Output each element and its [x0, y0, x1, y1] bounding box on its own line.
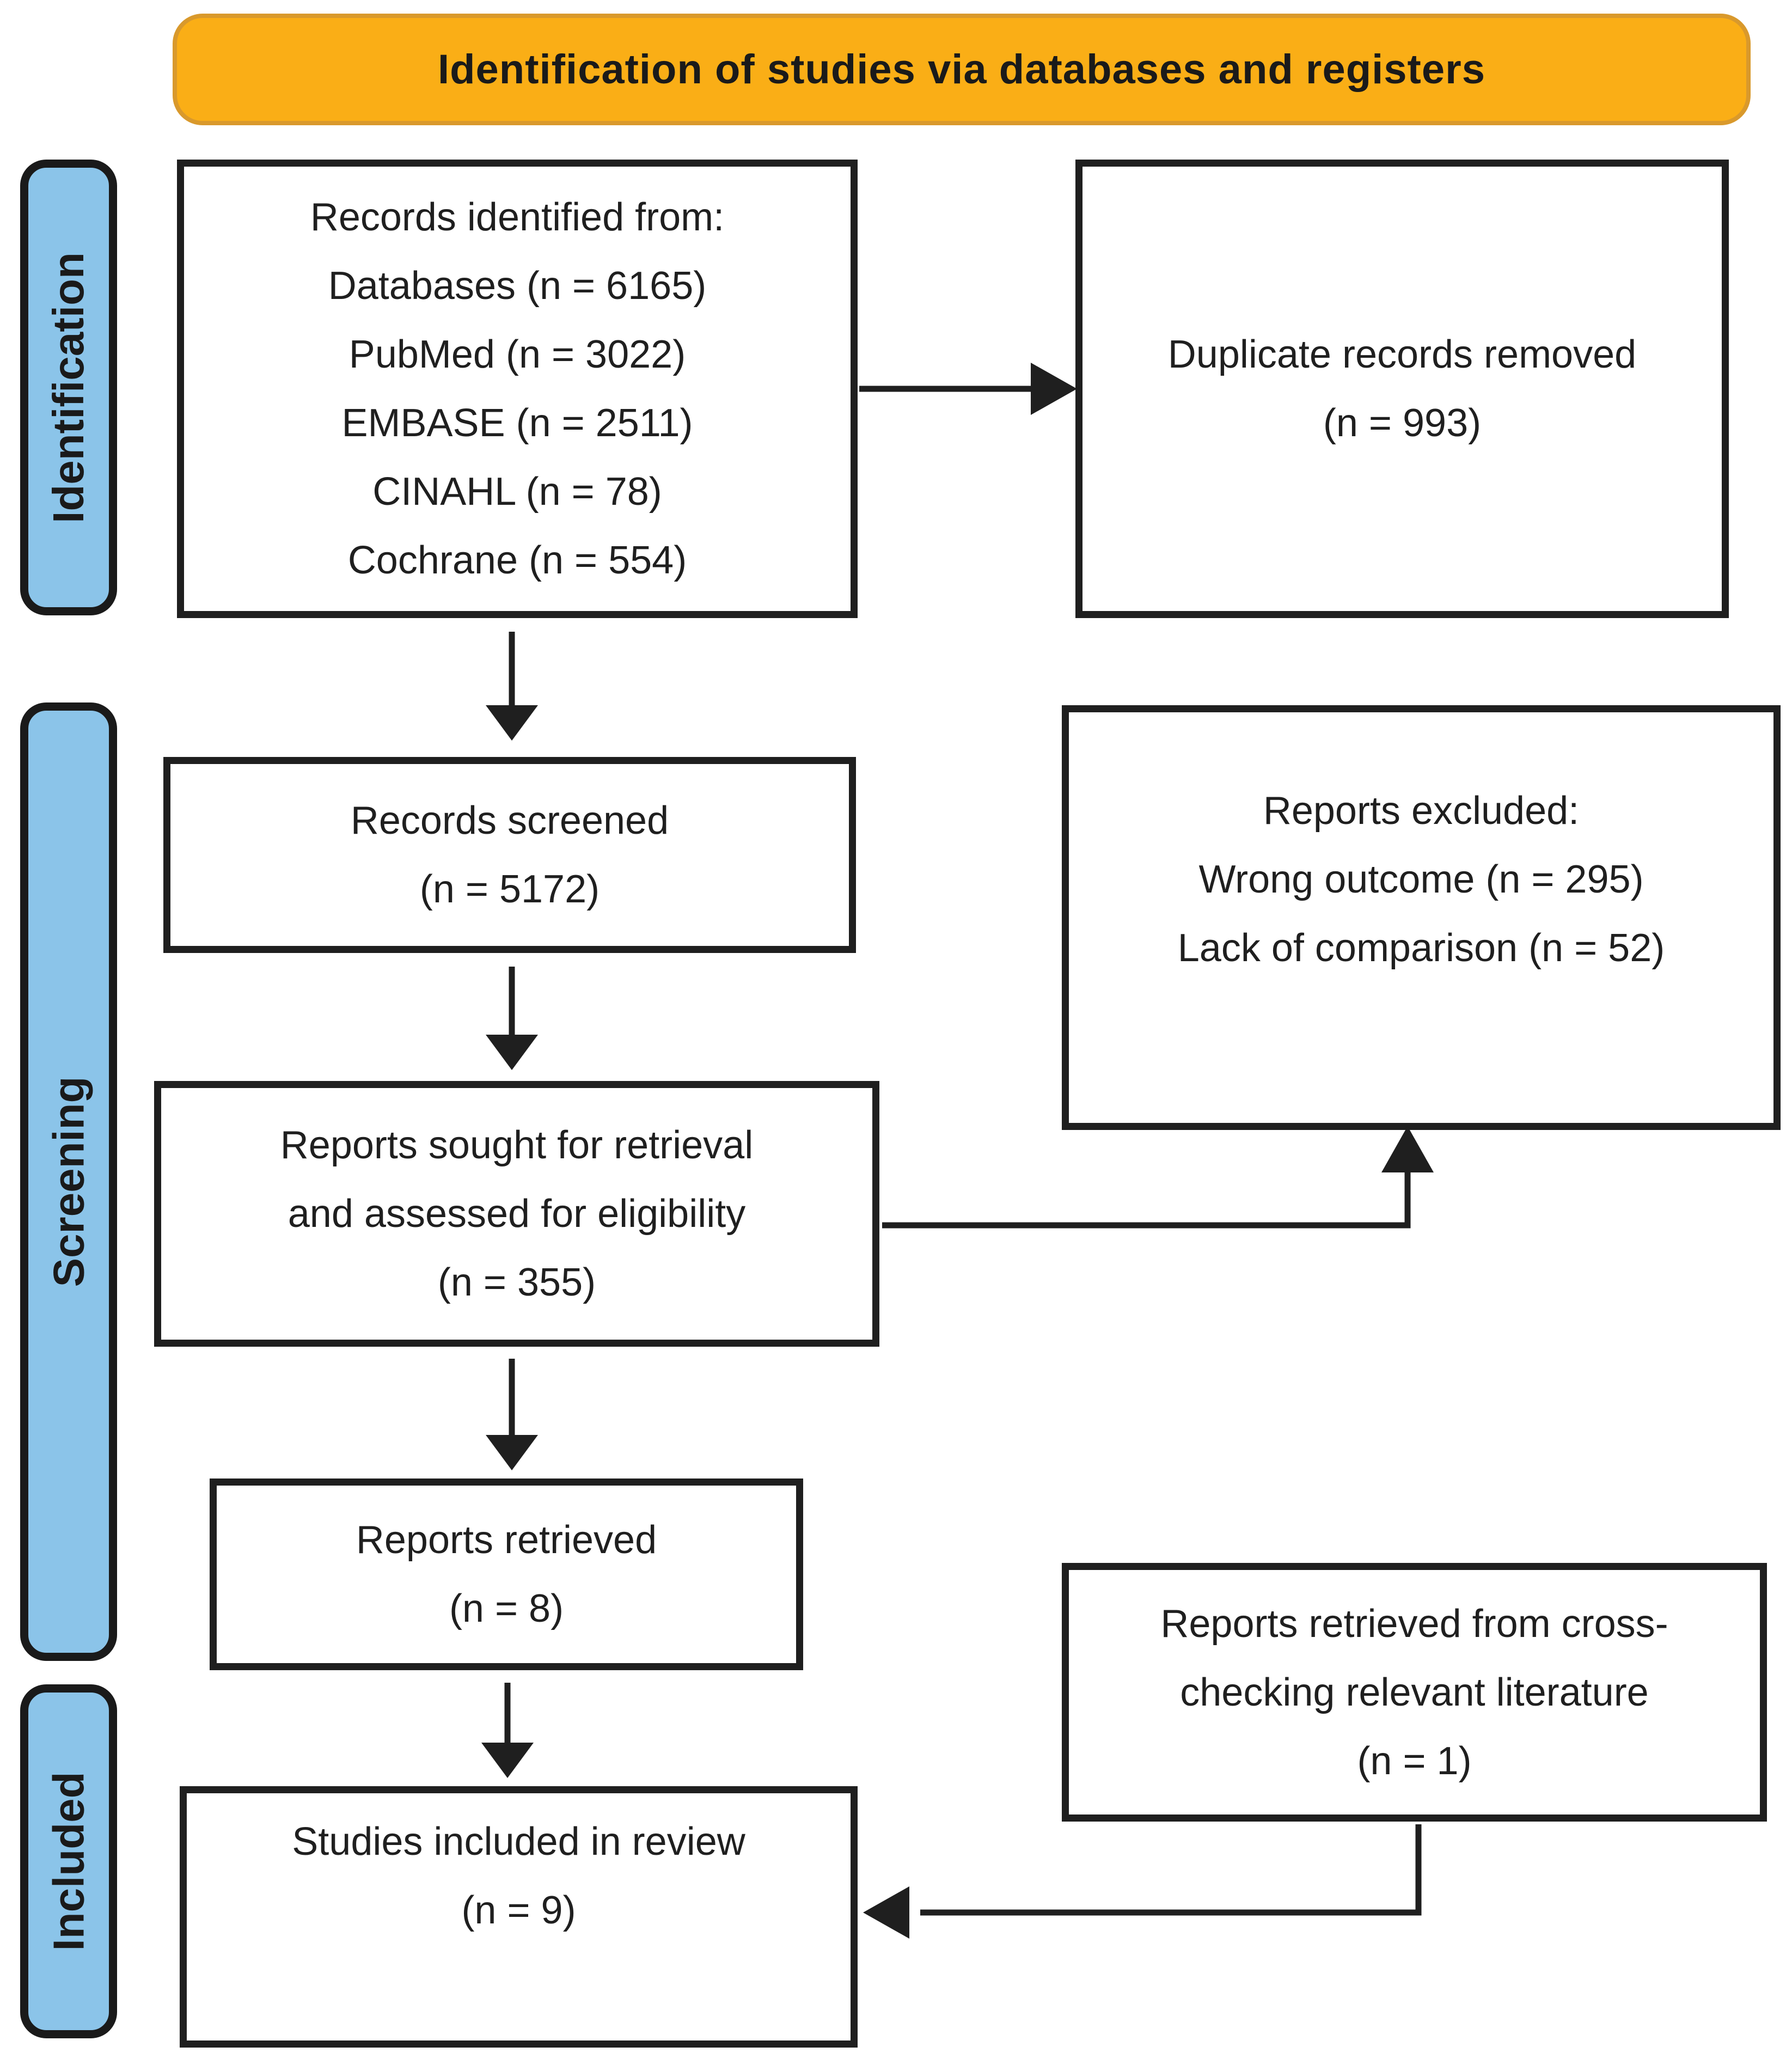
arrow-identified-to-duplicates: [859, 363, 1077, 415]
text-line: (n = 5172): [419, 867, 600, 911]
text-line: CINAHL (n = 78): [372, 470, 662, 514]
phase-label-included: Included: [44, 1771, 93, 1951]
arrow-identified-to-screened: [486, 632, 538, 741]
phase-label-identification: Identification: [44, 252, 93, 523]
text-line: Reports retrieved: [356, 1518, 657, 1562]
phase-bar-included: Included: [20, 1684, 117, 2038]
text-line: Reports excluded:: [1263, 789, 1580, 833]
phase-bar-screening: Screening: [20, 702, 117, 1661]
arrow-screened-to-sought: [486, 967, 538, 1070]
text-line: checking relevant literature: [1180, 1670, 1649, 1714]
text-line: (n = 993): [1323, 401, 1482, 445]
records-screened-box: Records screened (n = 5172): [163, 757, 856, 953]
text-line: and assessed for eligibility: [288, 1192, 746, 1236]
text-line: Reports sought for retrieval: [280, 1123, 754, 1167]
reports-sought-box: Reports sought for retrieval and assesse…: [154, 1081, 879, 1347]
text-line: Duplicate records removed: [1167, 333, 1637, 376]
text-line: (n = 1): [1357, 1739, 1472, 1783]
arrow-crosschecking-to-included: [863, 1824, 1422, 1939]
text-line: (n = 8): [449, 1587, 564, 1630]
text-line: Cochrane (n = 554): [347, 539, 687, 582]
reports-retrieved-box: Reports retrieved (n = 8): [210, 1479, 803, 1670]
text-line: Databases (n = 6165): [328, 264, 707, 308]
studies-included-box: Studies included in review (n = 9): [180, 1786, 858, 2048]
phase-bar-identification: Identification: [20, 160, 117, 615]
phase-label-screening: Screening: [44, 1076, 93, 1287]
text-line: PubMed (n = 3022): [348, 333, 686, 376]
text-line: Wrong outcome (n = 295): [1198, 858, 1644, 901]
banner-title: Identification of studies via databases …: [438, 46, 1485, 93]
banner: Identification of studies via databases …: [173, 14, 1751, 125]
duplicate-records-removed-box: Duplicate records removed (n = 993): [1075, 160, 1729, 618]
arrow-sought-to-retrieved: [486, 1359, 538, 1470]
text-line: Studies included in review: [292, 1820, 745, 1864]
records-identified-box: Records identified from: Databases (n = …: [177, 160, 858, 618]
text-line: (n = 355): [437, 1261, 596, 1304]
text-line: Records screened: [350, 799, 669, 842]
reports-excluded-box: Reports excluded: Wrong outcome (n = 295…: [1062, 705, 1781, 1130]
text-line: EMBASE (n = 2511): [341, 401, 693, 445]
text-line: Records identified from:: [310, 195, 725, 239]
arrow-retrieved-to-included: [481, 1683, 534, 1778]
text-line: (n = 9): [461, 1889, 576, 1932]
text-line: Lack of comparison (n = 52): [1177, 926, 1665, 970]
arrow-sought-to-excluded: [882, 1126, 1434, 1229]
text-line: Reports retrieved from cross-: [1160, 1602, 1668, 1646]
cross-checking-box: Reports retrieved from cross- checking r…: [1062, 1563, 1767, 1822]
